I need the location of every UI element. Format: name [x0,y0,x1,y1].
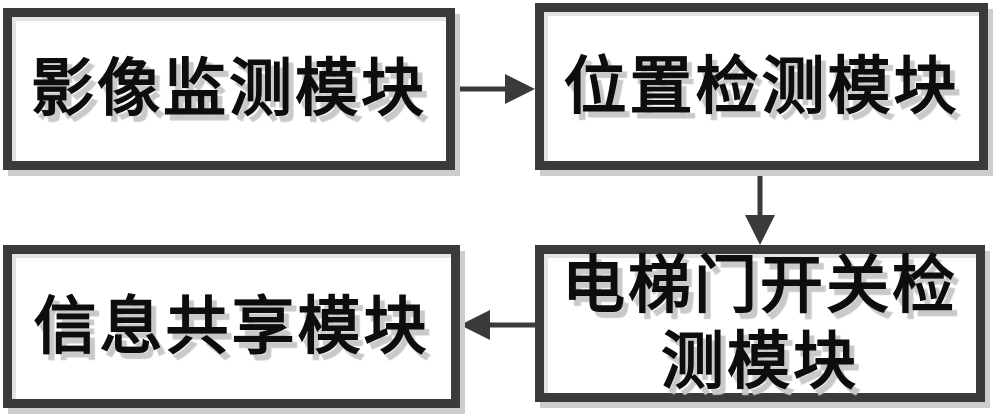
node-information-sharing-module: 信息共享模块 [3,245,460,408]
node-elevator-door-switch-detection-module: 电梯门开关检 测模块 [535,245,985,402]
node-position-detection-module: 位置检测模块 [535,3,988,170]
node-label: 信息共享模块 [33,291,430,362]
node-label: 位置检测模块 [563,51,960,122]
arrow-position-to-door-icon [745,170,775,245]
node-label: 影像监测模块 [31,54,427,124]
arrow-door-to-sharing-icon [460,310,535,340]
node-image-monitoring-module: 影像监测模块 [3,8,455,170]
arrow-image-to-position-icon [455,74,535,104]
node-label-line-2: 测模块 [661,326,859,397]
node-label-line-1: 电梯门开关检 [562,250,958,321]
